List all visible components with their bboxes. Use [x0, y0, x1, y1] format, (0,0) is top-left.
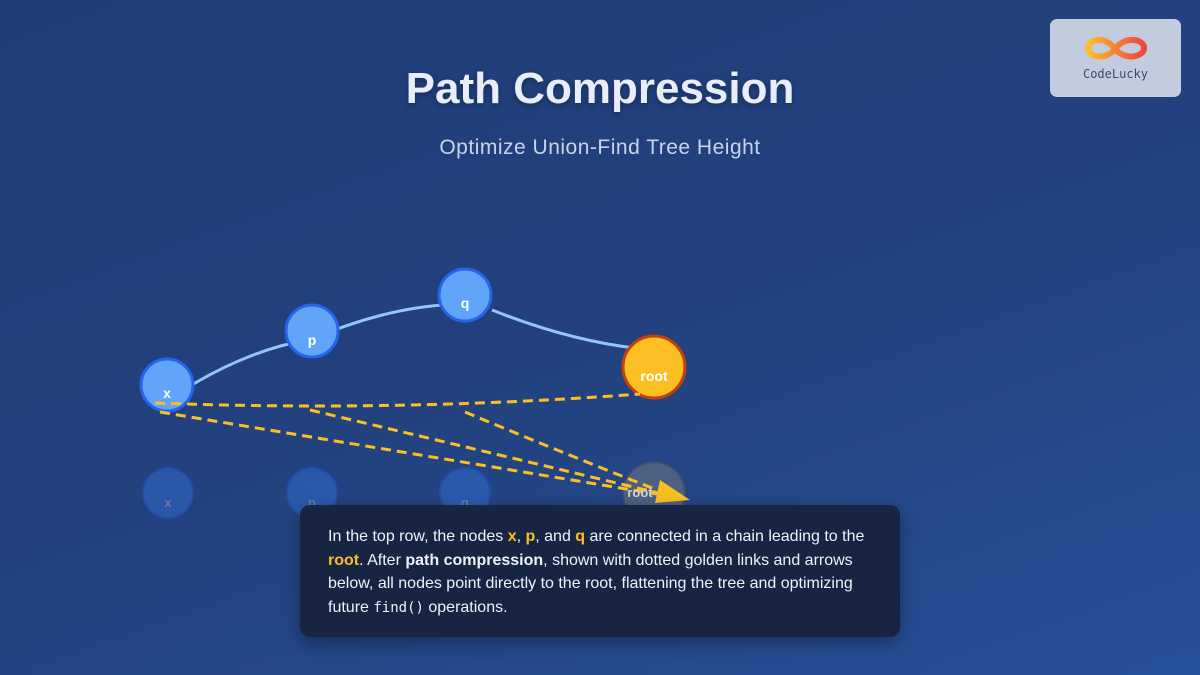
page-subtitle: Optimize Union-Find Tree Height — [439, 136, 761, 159]
caption-text: q — [575, 528, 586, 545]
arrowhead-icon — [655, 480, 690, 503]
compressed-link-p-bottom — [309, 408, 677, 500]
caption-text: x — [507, 528, 517, 545]
caption-text: are connected in a chain leading to the — [585, 528, 865, 545]
svg-text:q: q — [461, 495, 469, 510]
compressed-link-x-root — [154, 392, 641, 408]
caption-text: In the top row, the nodes — [328, 528, 508, 545]
svg-text:x: x — [163, 385, 171, 401]
page-title: Path Compression — [405, 64, 795, 113]
caption-text: , — [516, 528, 526, 545]
svg-text:p: p — [308, 332, 317, 348]
codelucky-logo: CodeLucky — [1050, 19, 1181, 97]
caption-text: , shown with dotted golden links and arr… — [328, 551, 853, 616]
explanation-box: In the top row, the nodes x, p, and q ar… — [300, 505, 900, 637]
compressed-link-x-bottom — [159, 410, 677, 501]
node-q: q — [437, 267, 493, 323]
svg-text:q: q — [461, 295, 470, 311]
bottom-node-root-label: root — [627, 485, 653, 500]
caption-text: , and — [535, 528, 576, 545]
caption-text: p — [525, 528, 536, 545]
node-p: p — [284, 303, 340, 359]
caption-text: find() — [373, 599, 424, 616]
node-x: x — [139, 357, 195, 413]
svg-text:x: x — [164, 495, 172, 510]
node-root: root — [621, 334, 687, 400]
caption-text: root — [328, 551, 360, 569]
caption-text: path compression — [405, 551, 544, 569]
compressed-link-q-bottom — [464, 410, 677, 499]
logo-text: CodeLucky — [1082, 67, 1149, 81]
bottom-node-x: x — [142, 467, 194, 519]
link-x-p — [189, 338, 308, 388]
caption-text: . After — [359, 551, 406, 569]
svg-text:p: p — [308, 495, 316, 510]
caption-text: operations. — [423, 598, 508, 616]
infinity-logo-icon — [1084, 36, 1148, 60]
svg-text:root: root — [640, 368, 668, 384]
